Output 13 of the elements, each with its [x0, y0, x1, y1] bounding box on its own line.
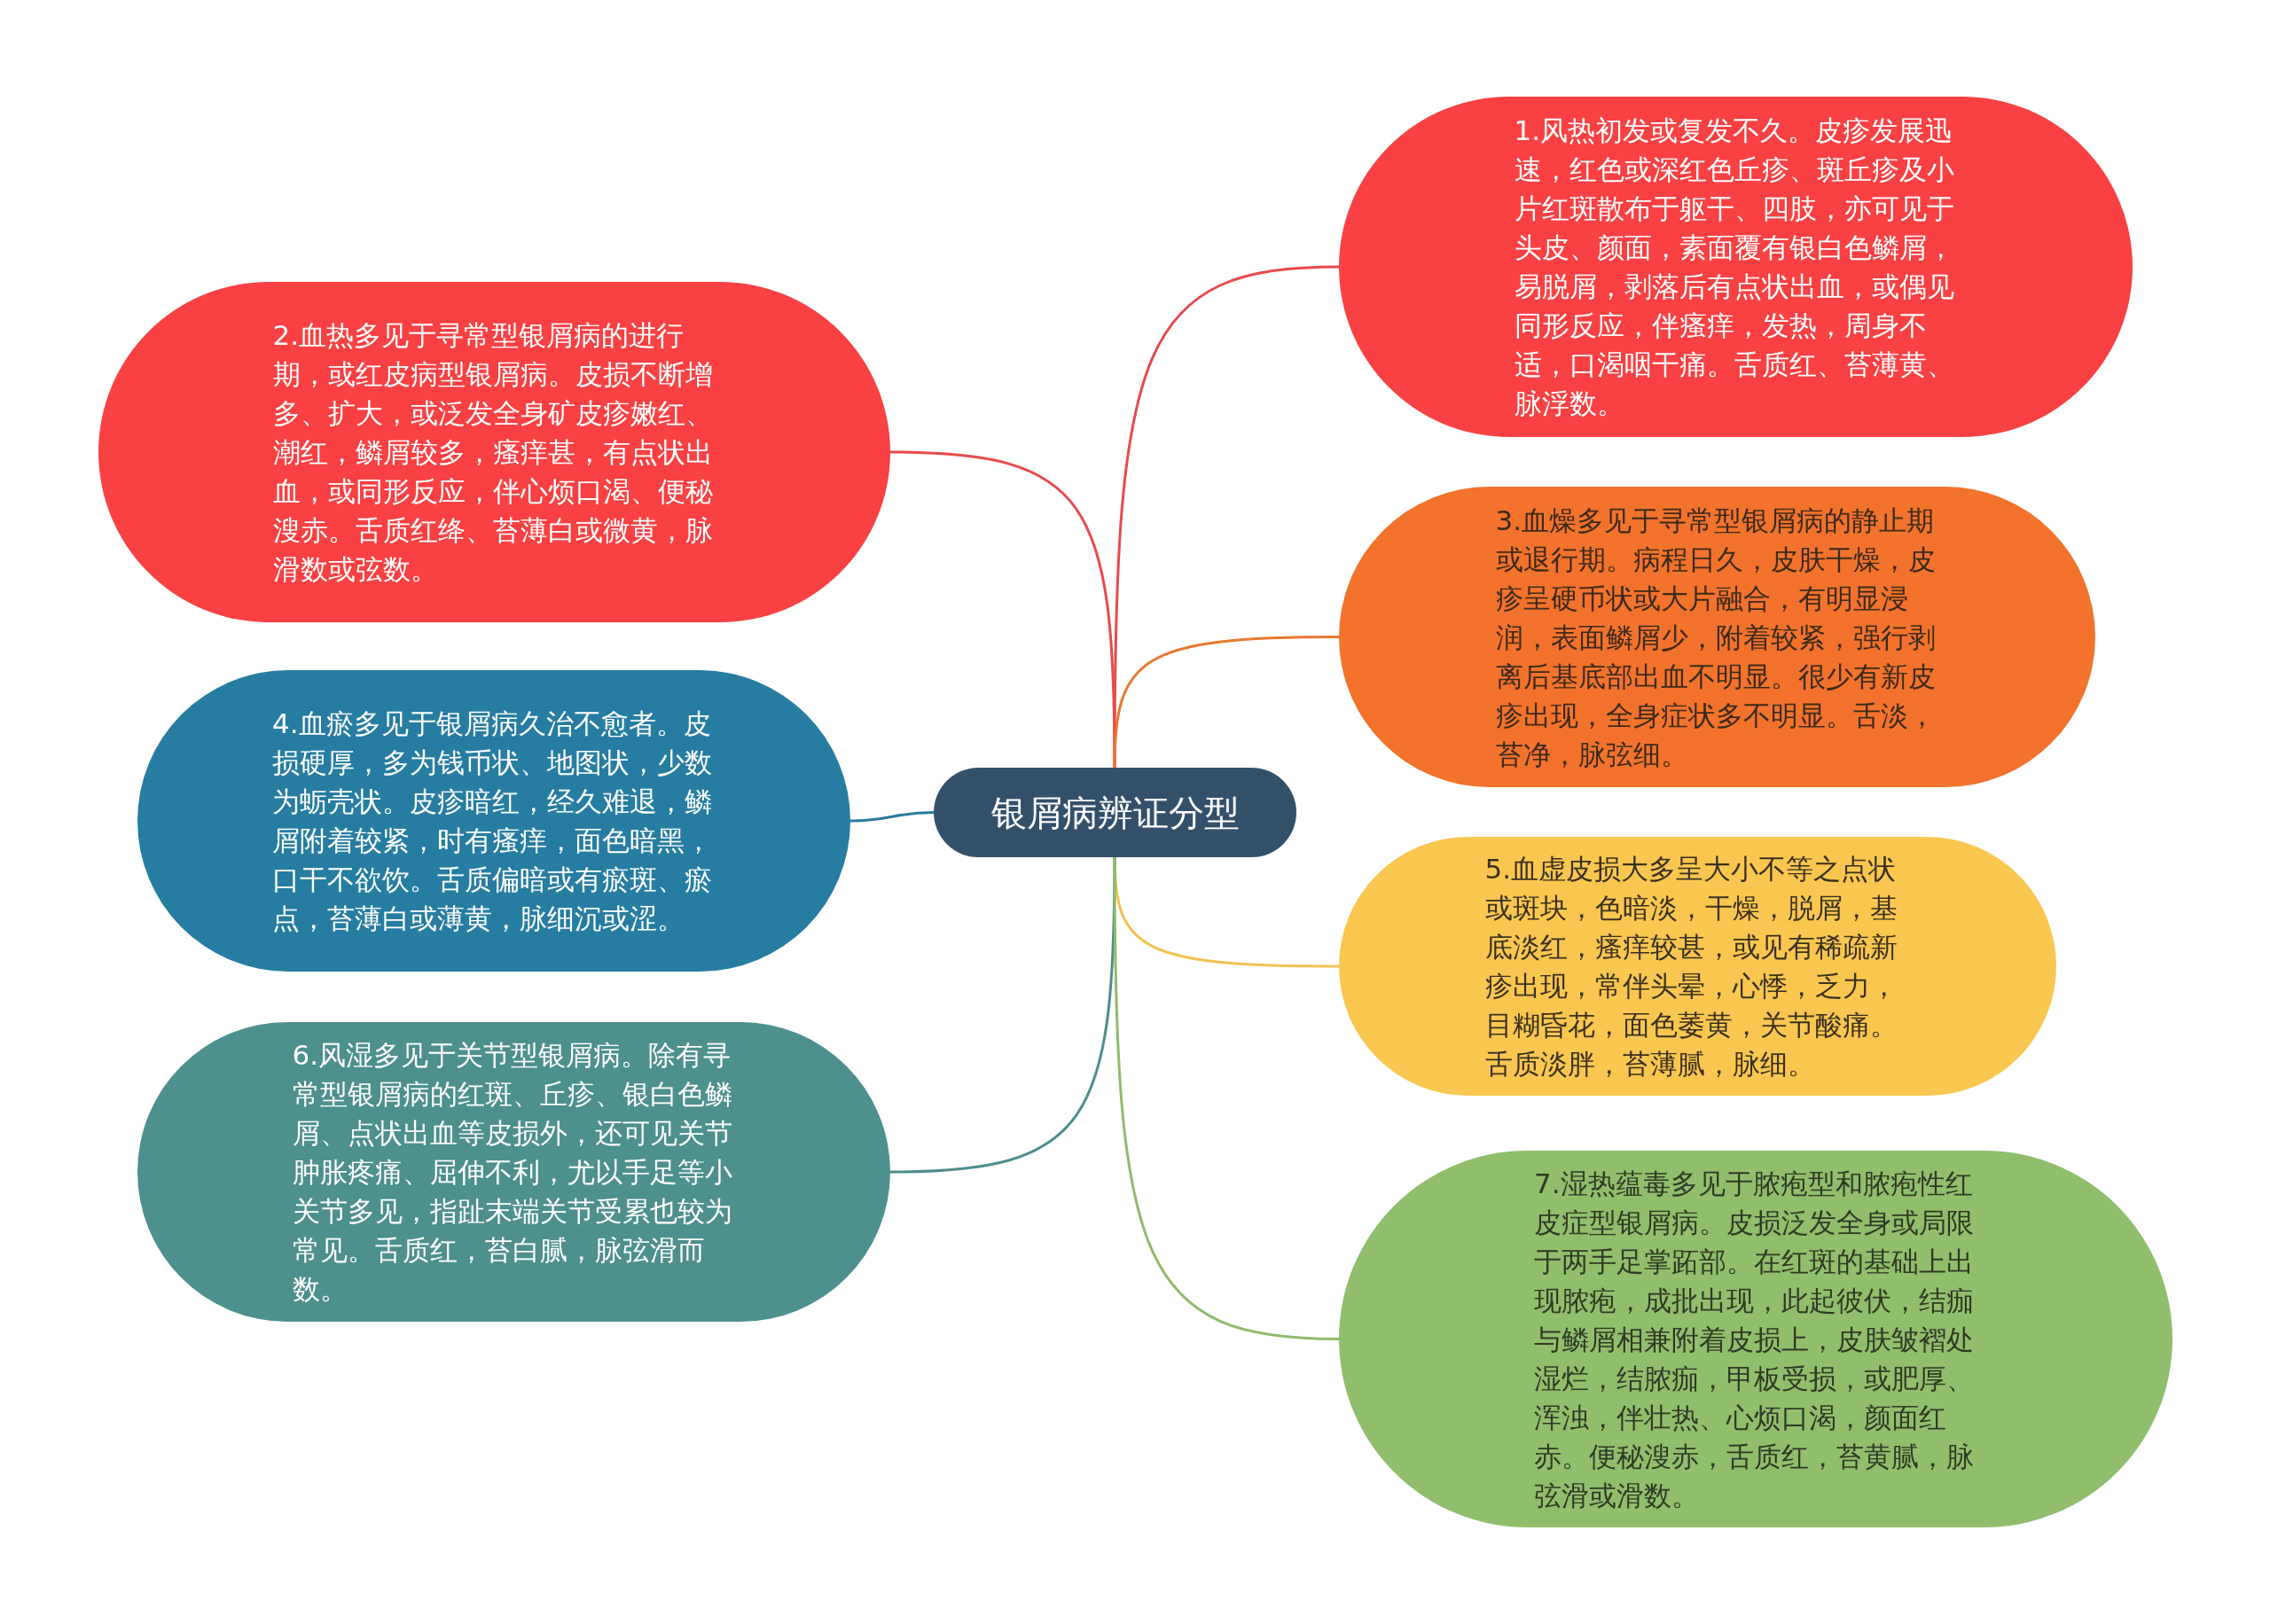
topic-text: 6.风湿多见于关节型银屑病。除有寻常型银屑病的红斑、丘疹、银白色鳞屑、点状出血等皮损外，还可见关节肿胀疼痛、屈伸不利，尤以手足等小关节多见，指趾末端关节受累也较为常见。舌质红，苔白腻，脉弦滑而数。	[292, 1038, 733, 1307]
topic-text: 5.血虚皮损大多呈大小不等之点状或斑块，色暗淡，干燥，脱屑，基底淡红，瘙痒较甚，或见有稀疏新疹出现，常伴头晕，心悸，乏力，目糊昏花，面色萎黄，关节酸痛。舌质淡胖，苔薄腻，脉细。	[1484, 852, 1898, 1081]
topic-text: 1.风热初发或复发不久。皮疹发展迅速，红色或深红色丘疹、斑丘疹及小片红斑散布于躯干、四肢，亦可见于头皮、颜面，素面覆有银白色鳞屑，易脱屑，剥落后有点状出血，或偶见同形反应，伴瘙痒，发热，周身不适，口渴咽干痛。舌质红、苔薄黄、脉浮数。	[1514, 113, 1955, 421]
topic-text: 2.血热多见于寻常型银屑病的进行期，或红皮病型银屑病。皮损不断增多、扩大，或泛发全身矿皮疹嫩红、潮红，鳞屑较多，瘙痒甚，有点状出血，或同形反应，伴心烦口渴、便秘溲赤。舌质红绛、苔薄白或微黄，脉滑数或弦数。	[272, 318, 714, 587]
connector-line	[889, 857, 1116, 1174]
connector-line	[889, 450, 1116, 768]
topic-text: 3.血燥多见于寻常型银屑病的静止期或退行期。病程日久，皮肤干燥，皮疹呈硬币状或大片融合，有明显浸润，表面鳞屑少，附着较紧，强行剥离后基底部出血不明显。很少有新皮疹出现，全身症状多不明显。舌淡，苔净，脉弦细。	[1495, 503, 1937, 772]
connector-line	[1113, 857, 1340, 1340]
connector-line	[1113, 636, 1339, 769]
central-topic-text: 银屑病辨证分型	[990, 791, 1240, 835]
topic-text: 7.湿热蕴毒多见于脓疱型和脓疱性红皮症型银屑病。皮损泛发全身或局限于两手足掌跖部。在红斑的基础上出现脓疱，成批出现，此起彼伏，结痂与鳞屑相兼附着皮损上，皮肤皱褶处湿烂，结脓痂，甲板受损，或肥厚、浑浊，伴壮热、心烦口渴，颜面红赤。便秘溲赤，舌质红，苔黄腻，脉弦滑或滑数。	[1534, 1166, 1975, 1513]
topic-text: 4.血瘀多见于银屑病久治不愈者。皮损硬厚，多为钱币状、地图状，少数为蛎壳状。皮疹暗红，经久难退，鳞屑附着较紧，时有瘙痒，面色暗黑，口干不欲饮。舌质偏暗或有瘀斑、瘀点，苔薄白或薄黄，脉细沉或涩。	[272, 707, 713, 936]
connector-line	[849, 811, 935, 823]
